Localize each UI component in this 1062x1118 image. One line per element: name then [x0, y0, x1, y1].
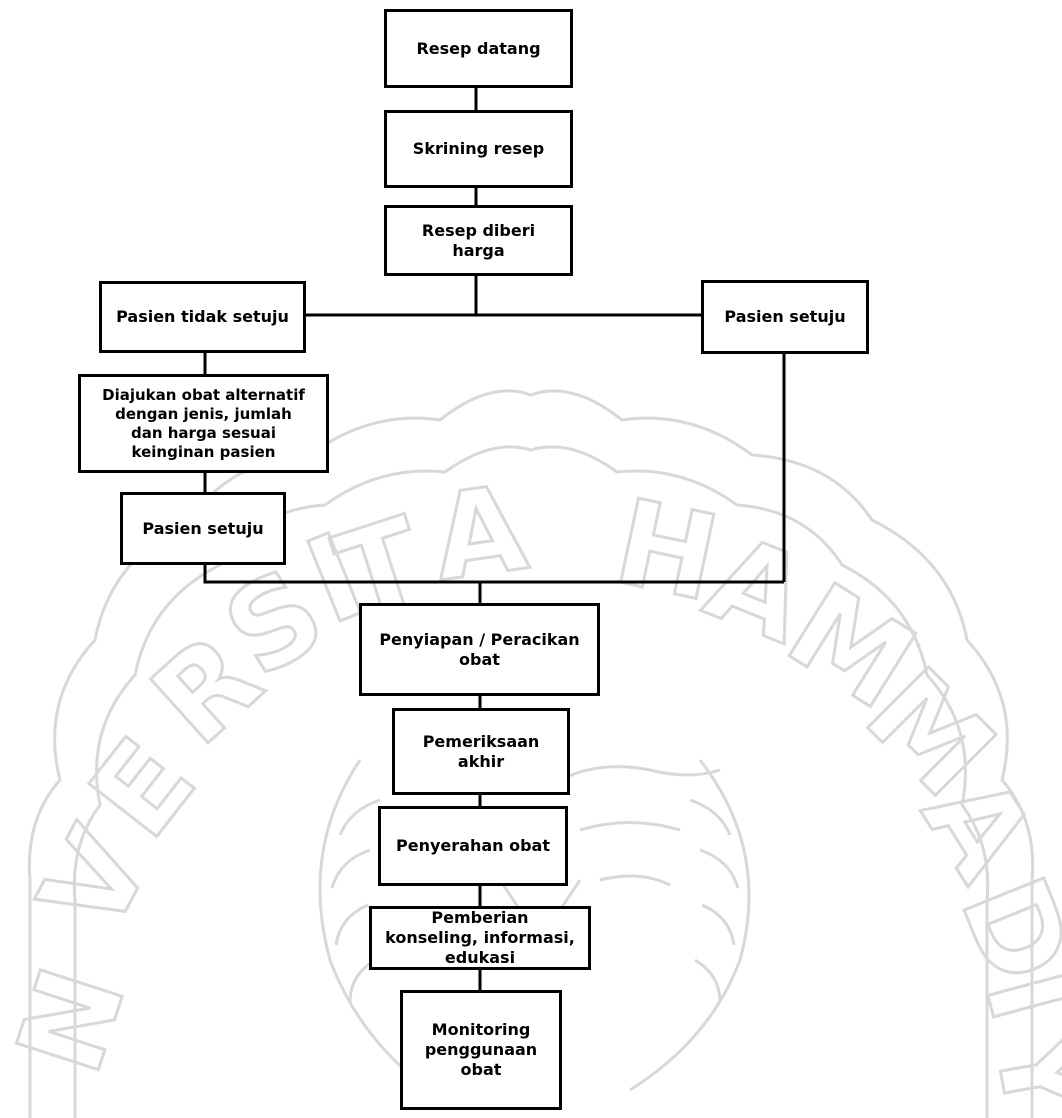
step-label: Resep diberi harga [421, 220, 536, 260]
step-skrining-resep: Skrining resep [384, 110, 573, 188]
step-label: Pemeriksaan akhir [422, 731, 540, 771]
step-label: Skrining resep [412, 139, 545, 158]
step-pasien-setuju-left: Pasien setuju [120, 492, 286, 565]
connector-left-merge [203, 565, 784, 584]
step-pemberian-konseling: Pemberian konseling, informasi, edukasi [369, 906, 591, 970]
step-pasien-tidak-setuju: Pasien tidak setuju [99, 281, 306, 353]
step-resep-datang: Resep datang [384, 9, 573, 88]
step-label: Resep datang [416, 38, 541, 58]
step-penyerahan-obat: Penyerahan obat [378, 806, 568, 886]
step-label: Penyiapan / Peracikan obat [379, 629, 580, 669]
step-label: Pemberian konseling, informasi, edukasi [385, 908, 575, 967]
step-pasien-setuju-right: Pasien setuju [701, 280, 869, 354]
step-label: Pasien setuju [724, 307, 846, 326]
step-resep-diberi-harga: Resep diberi harga [384, 205, 573, 276]
seal-outline [27, 389, 1035, 1118]
step-obat-alternatif: Diajukan obat alternatif dengan jenis, j… [78, 374, 329, 473]
step-label: Monitoring penggunaan obat [424, 1020, 538, 1079]
step-label: Penyerahan obat [396, 836, 550, 855]
step-monitoring: Monitoring penggunaan obat [400, 990, 562, 1110]
step-pemeriksaan-akhir: Pemeriksaan akhir [392, 708, 570, 795]
step-penyiapan-peracikan: Penyiapan / Peracikan obat [359, 603, 600, 696]
step-label: Pasien setuju [142, 518, 264, 538]
step-label: Pasien tidak setuju [116, 307, 289, 326]
step-label: Diajukan obat alternatif dengan jenis, j… [102, 385, 305, 461]
